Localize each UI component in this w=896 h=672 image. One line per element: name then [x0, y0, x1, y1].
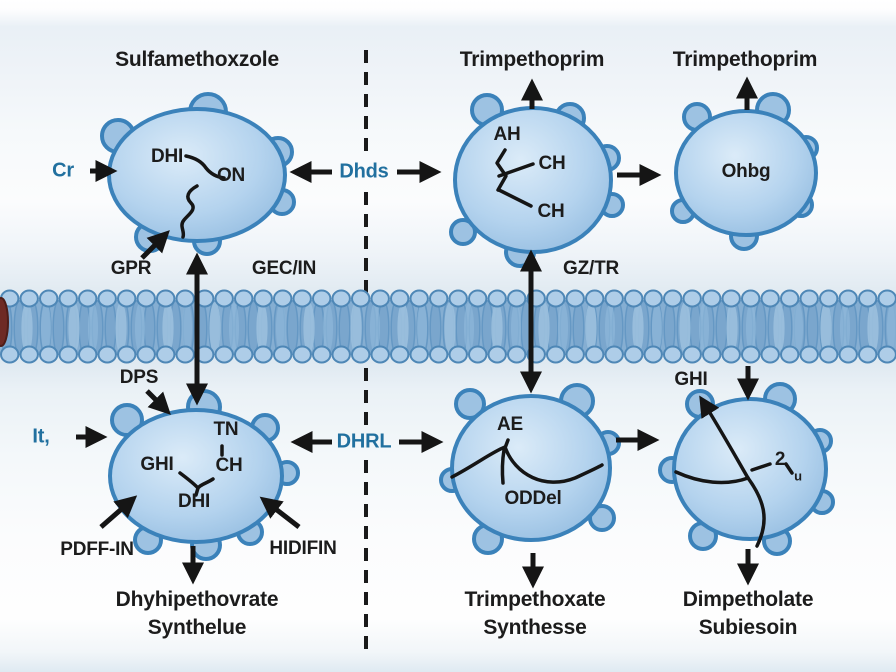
- label-dps: DPS: [119, 367, 159, 388]
- membrane-heads-bottom: [0, 344, 896, 365]
- enzyme-blob-top-middle: [449, 93, 625, 268]
- molecule-bottom-right-branch-down: [746, 476, 766, 548]
- site-bottom-right-u: u: [794, 468, 802, 484]
- label-gec-in: GEC/IN: [251, 258, 317, 279]
- membrane-edge-accent: [0, 297, 9, 347]
- label-hidifin: HIDIFIN: [269, 538, 337, 559]
- site-top-right-ohbg: Ohbg: [721, 161, 771, 182]
- enzyme-blob-bottom-middle: [439, 383, 621, 555]
- product-bottom-middle-line2: Synthesse: [483, 616, 587, 639]
- site-bottom-left-dhi: DHI: [177, 491, 211, 512]
- site-top-middle-ch2: CH: [537, 201, 565, 222]
- molecule-top-left-bond: [184, 154, 226, 180]
- site-bottom-left-ghi: GHI: [140, 454, 174, 475]
- label-ghi-product: GHI: [674, 369, 708, 390]
- label-gz-tr: GZ/TR: [563, 258, 619, 279]
- enzyme-blob-top-left: [100, 92, 296, 256]
- molecule-top-left-chain: [180, 184, 199, 239]
- membrane-heads-top: [0, 288, 896, 309]
- arrow-hidifin-into-enzyme: [259, 496, 301, 529]
- molecule-bottom-left-bond-ghi: [178, 471, 199, 489]
- product-bottom-right-line2: Subiesoin: [698, 616, 798, 639]
- site-top-left-on: ON: [216, 165, 246, 186]
- molecule-bottom-middle-bond-o: [500, 448, 506, 485]
- molecule-bottom-right-tick: [784, 462, 794, 475]
- product-bottom-right-line1: Dimpetholate: [682, 588, 814, 611]
- site-bottom-right-2: 2: [774, 449, 786, 470]
- label-dhrl: DHRL: [336, 430, 392, 453]
- site-top-left-dhi: DHI: [150, 146, 184, 167]
- molecule-bottom-middle-wave: [450, 445, 604, 484]
- site-bottom-left-tn: TN: [213, 419, 239, 440]
- enzyme-blob-bottom-right: [658, 382, 835, 556]
- molecule-arrow-to-ghi: [699, 395, 750, 480]
- molecule-bottom-right-bond-2: [750, 462, 772, 472]
- site-top-middle-ah: AH: [493, 124, 521, 145]
- label-pdff-in: PDFF-IN: [60, 539, 134, 560]
- molecule-bottom-left-bond-ch: [197, 477, 215, 489]
- molecule-bottom-left-bond-dhi: [194, 486, 200, 497]
- label-gpr: GPR: [110, 258, 152, 279]
- title-sulfamethoxzole: Sulfamethoxzole: [115, 48, 279, 71]
- site-top-middle-ch1: CH: [538, 153, 566, 174]
- enzyme-blob-bottom-left: [108, 389, 300, 561]
- site-bottom-middle-oddel: ODDel: [504, 488, 562, 509]
- label-it: It,: [32, 425, 50, 448]
- arrow-gpr-into-enzyme: [140, 230, 170, 260]
- label-dhds: Dhds: [339, 160, 389, 183]
- title-trimpethoprim-middle: Trimpethoprim: [459, 48, 605, 71]
- product-bottom-left-line1: Dhyhipethovrate: [115, 588, 279, 611]
- label-cr: Cr: [52, 159, 74, 182]
- enzyme-blob-top-right: [670, 92, 819, 251]
- arrow-pdffin-into-enzyme: [99, 495, 138, 529]
- title-trimpethoprim-right: Trimpethoprim: [672, 48, 818, 71]
- product-bottom-left-line2: Synthelue: [147, 616, 247, 639]
- arrow-dps-into-enzyme: [145, 389, 171, 415]
- molecule-top-middle-bond-2: [497, 188, 533, 208]
- site-bottom-left-ch: CH: [215, 455, 243, 476]
- site-bottom-middle-ae: AE: [497, 414, 523, 435]
- molecule-top-middle-chain: [495, 148, 508, 192]
- molecule-top-middle-bond-1: [497, 162, 535, 178]
- product-bottom-middle-line1: Trimpethoxate: [464, 588, 606, 611]
- cell-membrane: [0, 288, 896, 365]
- molecule-bottom-right-branch-left: [674, 470, 750, 485]
